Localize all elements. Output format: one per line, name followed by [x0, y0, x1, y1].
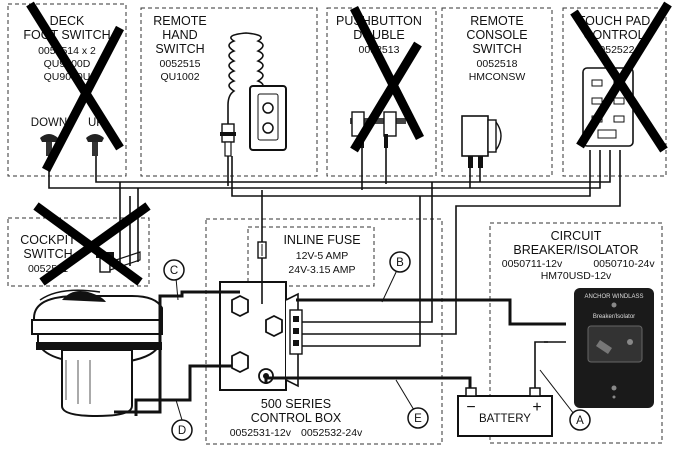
svg-text:CONTROL BOX: CONTROL BOX: [251, 411, 342, 425]
remote-console-switch-box: [441, 7, 553, 177]
circuit-breaker-box: [489, 222, 663, 444]
remote-console-switch-text: REMOTE CONSOLE SWITCH 0052518 HMCONSW: [466, 14, 527, 83]
svg-text:Breaker/Isolator: Breaker/Isolator: [593, 314, 635, 320]
deck-foot-switch-box: [7, 3, 127, 177]
callout-markers: A B C D E: [163, 251, 591, 441]
battery-plus: +: [532, 399, 541, 416]
battery-icon: BATTERY − +: [457, 387, 553, 437]
inline-fuse-text: INLINE FUSE 12V-5 AMP 24V-3.15 AMP: [283, 233, 360, 276]
svg-text:12V-5 AMP: 12V-5 AMP: [296, 250, 349, 262]
svg-text:CIRCUIT: CIRCUIT: [551, 229, 602, 243]
svg-text:CONTROL: CONTROL: [583, 28, 644, 42]
svg-text:0052518: 0052518: [477, 58, 518, 70]
svg-text:0052515: 0052515: [160, 58, 201, 70]
breaker-panel-icon: ANCHOR WINDLASS Breaker/Isolator: [574, 288, 654, 408]
svg-text:0050711-12v: 0050711-12v: [502, 258, 563, 270]
svg-text:ANCHOR WINDLASS: ANCHOR WINDLASS: [584, 294, 643, 300]
svg-text:BREAKER/ISOLATOR: BREAKER/ISOLATOR: [513, 243, 638, 257]
touch-pad-crossed-out-mark: [570, 1, 672, 153]
wiring: [48, 148, 621, 416]
console-switch-icon: [461, 115, 502, 168]
svg-text:SWITCH: SWITCH: [23, 247, 72, 261]
svg-text:TOUCH PAD: TOUCH PAD: [578, 14, 650, 28]
svg-text:PUSHBUTTON: PUSHBUTTON: [336, 14, 422, 28]
deck-foot-switch-crossed-out-mark: [26, 1, 124, 173]
svg-text:C: C: [170, 265, 178, 277]
callout-d: D: [171, 399, 193, 441]
cockpit-switch-crossed-out-mark: [33, 202, 151, 286]
windlass-motor-icon: [31, 289, 163, 418]
battery-minus: −: [466, 399, 475, 416]
control-box-icon: [219, 281, 303, 391]
inline-fuse-box: [247, 226, 375, 287]
svg-text:DOWN: DOWN: [31, 117, 67, 129]
svg-text:REMOTE: REMOTE: [153, 14, 206, 28]
pushbutton-crossed-out-mark: [349, 5, 425, 153]
hand-switch-icon: [220, 32, 287, 157]
svg-text:24V-3.15 AMP: 24V-3.15 AMP: [288, 264, 355, 276]
callout-b: B: [381, 251, 411, 303]
svg-text:SWITCH: SWITCH: [155, 42, 204, 56]
svg-text:REMOTE: REMOTE: [470, 14, 523, 28]
svg-text:HAND: HAND: [162, 28, 197, 42]
circuit-breaker-text: CIRCUIT BREAKER/ISOLATOR 0050711-12v 005…: [502, 229, 656, 282]
svg-text:A: A: [576, 415, 584, 427]
svg-text:500 SERIES: 500 SERIES: [261, 397, 331, 411]
svg-text:FOOT SWITCH: FOOT SWITCH: [23, 28, 110, 42]
svg-text:SWITCH: SWITCH: [472, 42, 521, 56]
svg-text:HMCONSW: HMCONSW: [469, 71, 526, 83]
svg-text:0050710-24v: 0050710-24v: [593, 258, 655, 270]
callout-c: C: [163, 259, 185, 301]
cockpit-switch-box: [7, 217, 150, 287]
svg-text:CONSOLE: CONSOLE: [466, 28, 527, 42]
svg-text:E: E: [414, 413, 422, 425]
inline-fuse-icon: [257, 241, 267, 259]
svg-text:COCKPIT: COCKPIT: [20, 233, 76, 247]
svg-text:DECK: DECK: [50, 14, 85, 28]
foot-switch-down-icon: [40, 134, 58, 156]
svg-text:QU1002: QU1002: [160, 71, 199, 83]
svg-text:HM70USD-12v: HM70USD-12v: [541, 270, 612, 282]
svg-text:B: B: [396, 257, 404, 269]
callout-e: E: [395, 379, 429, 429]
foot-switch-up-icon: [86, 134, 104, 156]
svg-text:D: D: [178, 425, 186, 437]
remote-hand-switch-text: REMOTE HAND SWITCH 0052515 QU1002: [153, 14, 206, 83]
touch-pad-control-box: [562, 7, 667, 177]
svg-text:INLINE FUSE: INLINE FUSE: [283, 233, 360, 247]
pushbutton-double-box: [326, 7, 437, 177]
battery-label: BATTERY: [479, 413, 531, 425]
callout-a: A: [539, 369, 591, 431]
remote-hand-switch-box: [140, 7, 318, 177]
